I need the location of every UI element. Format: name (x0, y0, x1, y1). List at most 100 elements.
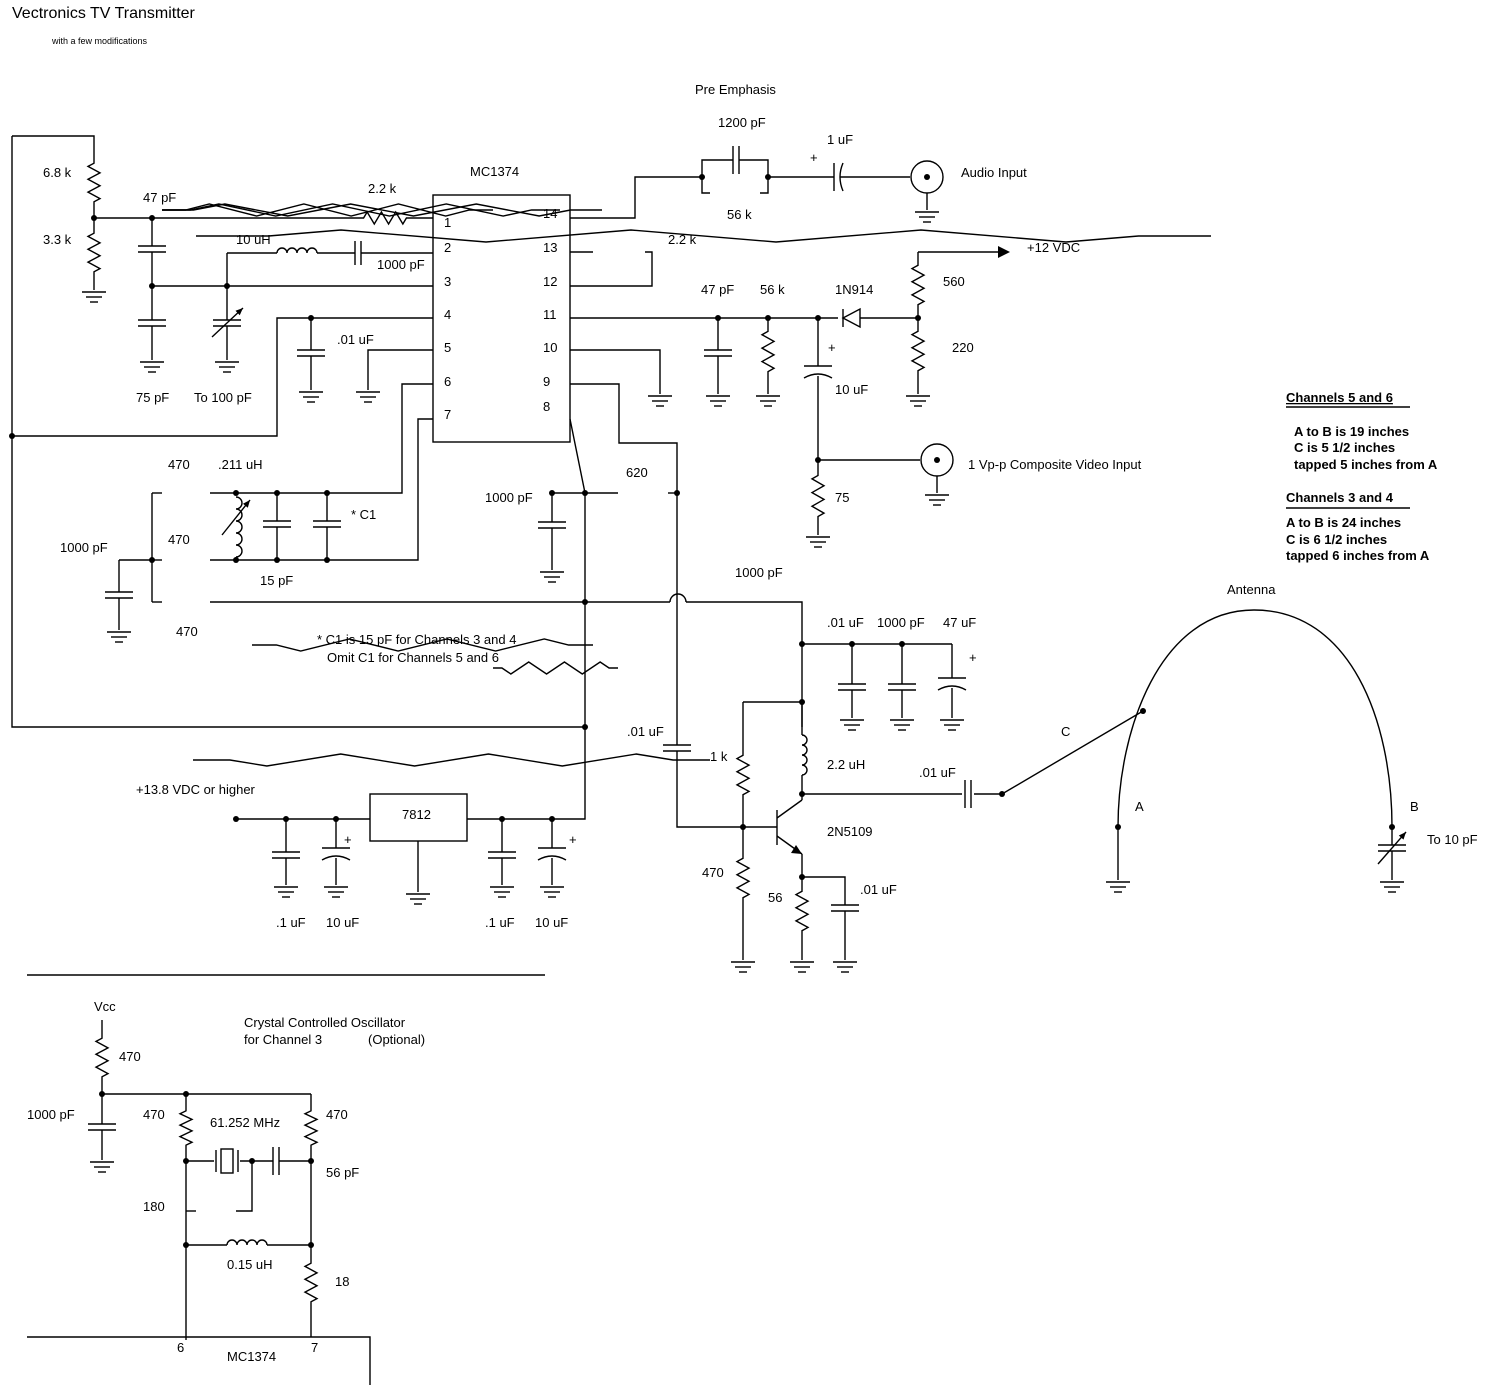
junction-dot (224, 283, 230, 289)
junction-dot (233, 816, 239, 822)
resistor-symbol (810, 472, 826, 520)
osc-c56pf: 56 pF (326, 1165, 359, 1180)
junction-dot (308, 1158, 314, 1164)
ecap-plate-curved (803, 373, 833, 379)
regulator-7812-body (369, 793, 468, 842)
label-vcc12: +12 VDC (1027, 240, 1080, 255)
label-c10uf-c: 10 uF (535, 915, 568, 930)
label-plus-47uf: + (969, 650, 977, 665)
wire (1001, 710, 1144, 795)
osc-pin6: 6 (177, 1340, 184, 1355)
label-c10uf-b: 10 uF (326, 915, 359, 930)
junction-dot (799, 699, 805, 705)
ic-pin-14: 14 (543, 206, 557, 221)
resistor-symbol (178, 1108, 194, 1148)
junction-dot (799, 791, 805, 797)
junction-dot (799, 641, 805, 647)
osc-l015uh: 0.15 uH (227, 1257, 273, 1272)
transistor-arrow-icon (791, 845, 802, 854)
osc-r180: 180 (143, 1199, 165, 1214)
label-r22k-a: 2.2 k (368, 181, 397, 196)
junction-dot (849, 641, 855, 647)
ch34-line-1: A to B is 24 inches (1286, 515, 1401, 530)
ic-pin-8: 8 (543, 399, 550, 414)
junction-dot (333, 816, 339, 822)
label-c1star: * C1 (351, 507, 376, 522)
inductor-symbol (801, 734, 808, 776)
osc-r470-b: 470 (143, 1107, 165, 1122)
osc-ic-name: MC1374 (227, 1349, 276, 1364)
label-reg7812: 7812 (402, 807, 431, 822)
osc-pin7: 7 (311, 1340, 318, 1355)
label-c47pf-b: 47 pF (701, 282, 734, 297)
osc-c1000pf: 1000 pF (27, 1107, 75, 1122)
trim-arrow (221, 499, 251, 536)
resistor-symbol (86, 230, 102, 275)
label-c1000pf-b: 1000 pF (60, 540, 108, 555)
label-c01uf-d: .01 uF (919, 765, 956, 780)
wire (467, 727, 586, 820)
schematic-title: Vectronics TV Transmitter (12, 5, 196, 22)
label-node-c: C (1061, 724, 1070, 739)
ecap-plate-curved (937, 685, 967, 691)
resistor-symbol (162, 203, 602, 217)
resistor-symbol (360, 210, 410, 226)
junction-dot (582, 490, 588, 496)
wire (676, 751, 743, 828)
junction-dot (815, 315, 821, 321)
wire (570, 251, 653, 287)
label-plus-10uf-a: + (828, 340, 836, 355)
label-r470-b: 470 (168, 532, 190, 547)
schematic-subtitle: with a few modifications (51, 36, 148, 46)
ch34-line-3: tapped 6 inches from A (1286, 548, 1430, 563)
inductor-symbol (235, 496, 243, 558)
label-r68k: 6.8 k (43, 165, 72, 180)
wire (570, 349, 661, 394)
ic-pin-7: 7 (444, 407, 451, 422)
label-c01uf-a: .01 uF (337, 332, 374, 347)
label-q2n5109: 2N5109 (827, 824, 873, 839)
label-l10uh: 10 uH (236, 232, 271, 247)
ic-pin-4: 4 (444, 307, 451, 322)
coax-connector-icon (920, 443, 954, 477)
junction-dot (233, 490, 239, 496)
label-supply-in: +13.8 VDC or higher (136, 782, 256, 797)
junction-dot (999, 791, 1005, 797)
label-antenna: Antenna (1227, 582, 1276, 597)
wire (570, 176, 702, 219)
junction-dot (549, 490, 555, 496)
osc-r470-a: 470 (119, 1049, 141, 1064)
label-c01uf-c: .01 uF (627, 724, 664, 739)
junction-dot (183, 1091, 189, 1097)
label-ctrim100: To 100 pF (194, 390, 252, 405)
label-r56k-b: 56 k (760, 282, 785, 297)
resistor-symbol (760, 328, 776, 375)
osc-title-1: Crystal Controlled Oscillator (244, 1015, 406, 1030)
label-video-input: 1 Vp-p Composite Video Input (968, 457, 1142, 472)
ic-pin-5: 5 (444, 340, 451, 355)
label-d1n914: 1N914 (835, 282, 873, 297)
ch34-title: Channels 3 and 4 (1286, 490, 1394, 505)
label-c1uf: 1 uF (827, 132, 853, 147)
osc-title-2: for Channel 3 (244, 1032, 322, 1047)
wire (569, 418, 586, 727)
note-c1-line1: * C1 is 15 pF for Channels 3 and 4 (317, 632, 516, 647)
wire (802, 876, 846, 905)
junction-dot (765, 174, 771, 180)
resistor-symbol (910, 328, 926, 374)
junction-dot (799, 874, 805, 880)
wire (701, 177, 710, 194)
label-r620: 620 (626, 465, 648, 480)
label-node-b: B (1410, 799, 1419, 814)
wire (739, 159, 769, 177)
junction-dot (183, 1158, 189, 1164)
wire (701, 159, 733, 177)
osc-optional: (Optional) (368, 1032, 425, 1047)
ic-pin-3: 3 (444, 274, 451, 289)
label-pre-emphasis: Pre Emphasis (695, 82, 776, 97)
label-ctrim10: To 10 pF (1427, 832, 1478, 847)
junction-dot (740, 824, 746, 830)
label-l22uh: 2.2 uH (827, 757, 865, 772)
ic-pin-11: 11 (543, 307, 557, 322)
wire-crossover (669, 593, 687, 603)
